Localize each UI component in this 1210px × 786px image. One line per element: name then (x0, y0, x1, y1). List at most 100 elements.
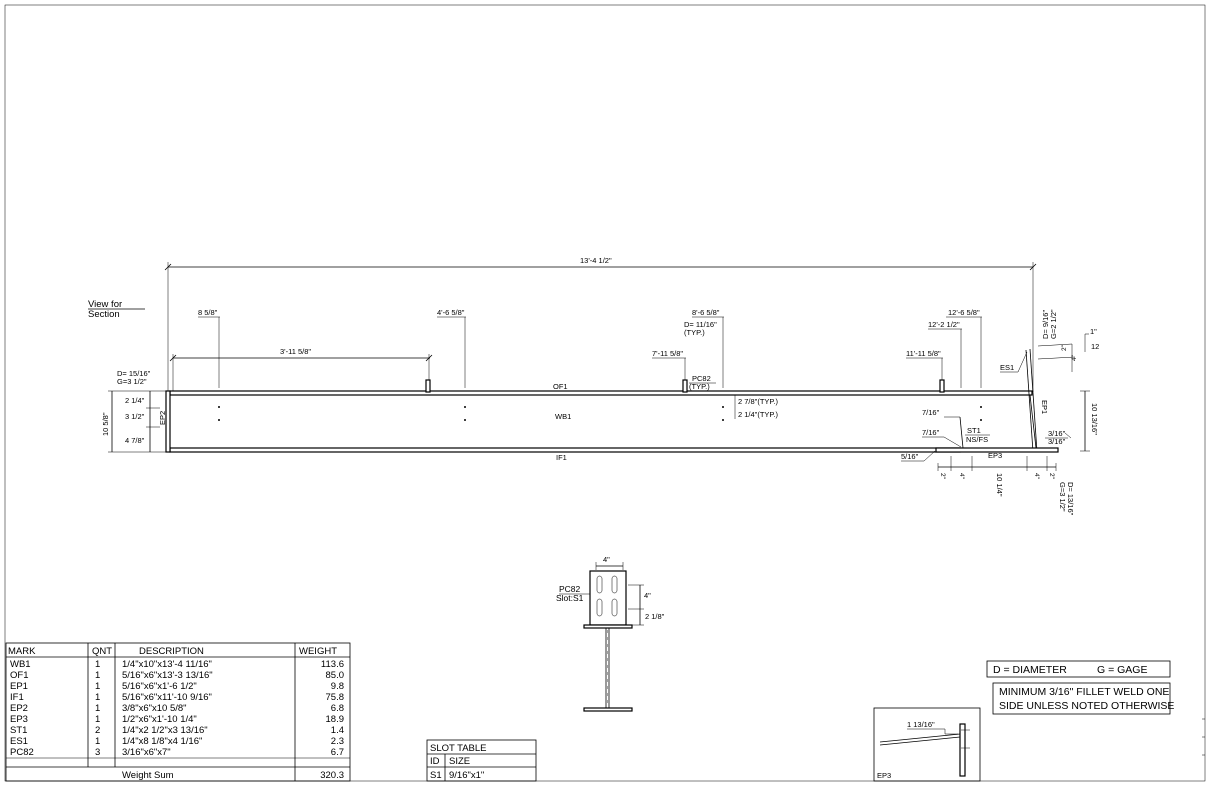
bottom-hole-gage: G=3 1/2" (1058, 482, 1067, 512)
svg-text:3: 3 (95, 747, 100, 758)
dim-12-2-1-2: 12'-2 1/2" (928, 320, 960, 329)
weld-note-box: MINIMUM 3/16" FILLET WELD ONE SIDE UNLES… (992, 682, 1174, 715)
dim-4in-top: 4" (1071, 354, 1078, 361)
svg-text:EP2: EP2 (10, 703, 28, 714)
svg-text:1/4"x10"x13'-4 11/16": 1/4"x10"x13'-4 11/16" (122, 659, 212, 670)
end-plate-ep2 (165, 390, 171, 453)
svg-text:18.9: 18.9 (326, 714, 345, 725)
dim-10-5-8: 10 5/8" (101, 412, 110, 436)
weld-3-16-b: 3/16" (1048, 437, 1066, 446)
bottom-hole-diameter: D= 13/16" (1066, 482, 1075, 516)
slot-3 (596, 598, 603, 617)
svg-text:9.8: 9.8 (331, 681, 344, 692)
dim-2in-c: 2" (1048, 473, 1055, 480)
ep3-detail-label: EP3 (877, 771, 891, 780)
left-vertical-dims: D= 15/16" G=3 1/2" 10 5/8" 2 1/4" 3 1/2"… (101, 369, 168, 453)
dim-4-6-5-8: 4'-6 5/8" (437, 308, 465, 317)
detail-bottom-flange (583, 707, 633, 712)
svg-text:ST1: ST1 (10, 725, 27, 736)
svg-text:3/16"x6"x7": 3/16"x6"x7" (122, 747, 171, 758)
dim-8-5-8: 8 5/8" (198, 308, 218, 317)
if1-mark: IF1 (556, 453, 567, 462)
of1-mark: OF1 (553, 382, 568, 391)
top-hole-gage: G=2 1/2" (1049, 309, 1058, 339)
bom-header-mark: MARK (8, 646, 36, 657)
weld-note-line-2: SIDE UNLESS NOTED OTHERWISE (999, 700, 1174, 712)
slot-table-title: SLOT TABLE (430, 743, 487, 754)
nsfs-mark: NS/FS (966, 435, 988, 444)
bom-header-weight: WEIGHT (299, 646, 337, 657)
slot-table: SLOT TABLE ID SIZE S1 9/16"x1" (426, 739, 537, 782)
end-plate-ep3 (935, 447, 1059, 453)
dim-2-1-4: 2 1/4" (125, 396, 145, 405)
st1-mark: ST1 (967, 426, 981, 435)
svg-text:5/16"x6"x13'-3 13/16": 5/16"x6"x13'-3 13/16" (122, 670, 213, 681)
svg-text:1.4: 1.4 (331, 725, 344, 736)
dim-8-6-5-8: 8'-6 5/8" (692, 308, 720, 317)
svg-text:EP1: EP1 (10, 681, 28, 692)
pc82-clip-2 (682, 379, 688, 393)
dim-3-1-2: 3 1/2" (125, 412, 145, 421)
bom-sum-value: 320.3 (320, 770, 344, 781)
pc82-typ: (TYP.) (689, 382, 710, 391)
slope-run: 12 (1091, 342, 1099, 351)
svg-text:EP3: EP3 (10, 714, 28, 725)
ep3-side-detail: 1 13/16" EP3 (873, 707, 981, 782)
top-flange-of1 (169, 390, 1033, 396)
es1-mark: ES1 (1000, 363, 1014, 372)
bom-header-description: DESCRIPTION (139, 646, 204, 657)
top-hole-diameter: D= 9/16" (1041, 310, 1050, 339)
dim-4-7-8: 4 7/8" (125, 436, 145, 445)
svg-text:1: 1 (95, 736, 100, 747)
svg-text:1: 1 (95, 659, 100, 670)
slot-4 (611, 598, 618, 617)
svg-text:WB1: WB1 (10, 659, 31, 670)
svg-text:1/4"x8 1/8"x4 1/16": 1/4"x8 1/8"x4 1/16" (122, 736, 202, 747)
svg-text:1: 1 (95, 703, 100, 714)
pc82-clip-3 (939, 379, 945, 393)
svg-text:5/16"x6"x11'-10 9/16": 5/16"x6"x11'-10 9/16" (122, 692, 212, 703)
slot-2 (611, 575, 618, 594)
dim-10-13-16: 10 13/16" (1090, 403, 1099, 435)
weld-7-16-a: 7/16" (922, 408, 940, 417)
legend-box: D = DIAMETER G = GAGE (986, 660, 1171, 678)
web-holes (218, 406, 982, 421)
svg-text:OF1: OF1 (10, 670, 28, 681)
svg-text:1: 1 (95, 692, 100, 703)
hole-typ: (TYP.) (684, 328, 705, 337)
ordinate-dims: 8 5/8" 4'-6 5/8" 8'-6 5/8" D= 11/16" (TY… (169, 308, 982, 392)
svg-text:2.3: 2.3 (331, 736, 344, 747)
svg-text:1/4"x2 1/2"x3 13/16": 1/4"x2 1/2"x3 13/16" (122, 725, 208, 736)
overall-length-dim: 13'-4 1/2" (580, 256, 612, 265)
svg-text:PC82: PC82 (10, 747, 34, 758)
dim-2-7-8-typ: 2 7/8"(TYP.) (738, 397, 779, 406)
weld-7-16-b: 7/16" (922, 428, 940, 437)
pc82-plate (589, 570, 627, 626)
left-hole-diameter: D= 15/16" (117, 369, 151, 378)
slot-table-row-id: S1 (430, 770, 442, 781)
table-row: ST1 2 1/4"x2 1/2"x3 13/16" 1.4 (10, 725, 344, 736)
slot-table-row-size: 9/16"x1" (449, 770, 484, 781)
view-label-2: Section (88, 309, 120, 320)
legend-gage: G = GAGE (1097, 664, 1147, 676)
weld-3-16-a: 3/16" (1048, 429, 1066, 438)
ep3-detail-dim: 1 13/16" (907, 720, 935, 729)
dim-2-1-4-typ: 2 1/4"(TYP.) (738, 410, 779, 419)
slot-table-header-size: SIZE (449, 756, 470, 767)
svg-text:85.0: 85.0 (326, 670, 345, 681)
svg-text:1: 1 (95, 681, 100, 692)
weld-5-16: 5/16" (901, 452, 919, 461)
sheet-border (4, 4, 1206, 782)
bom-header-qnt: QNT (92, 646, 112, 657)
ep1-mark: EP1 (1040, 400, 1049, 414)
legend-diameter: D = DIAMETER (993, 664, 1067, 676)
svg-text:2: 2 (95, 725, 100, 736)
